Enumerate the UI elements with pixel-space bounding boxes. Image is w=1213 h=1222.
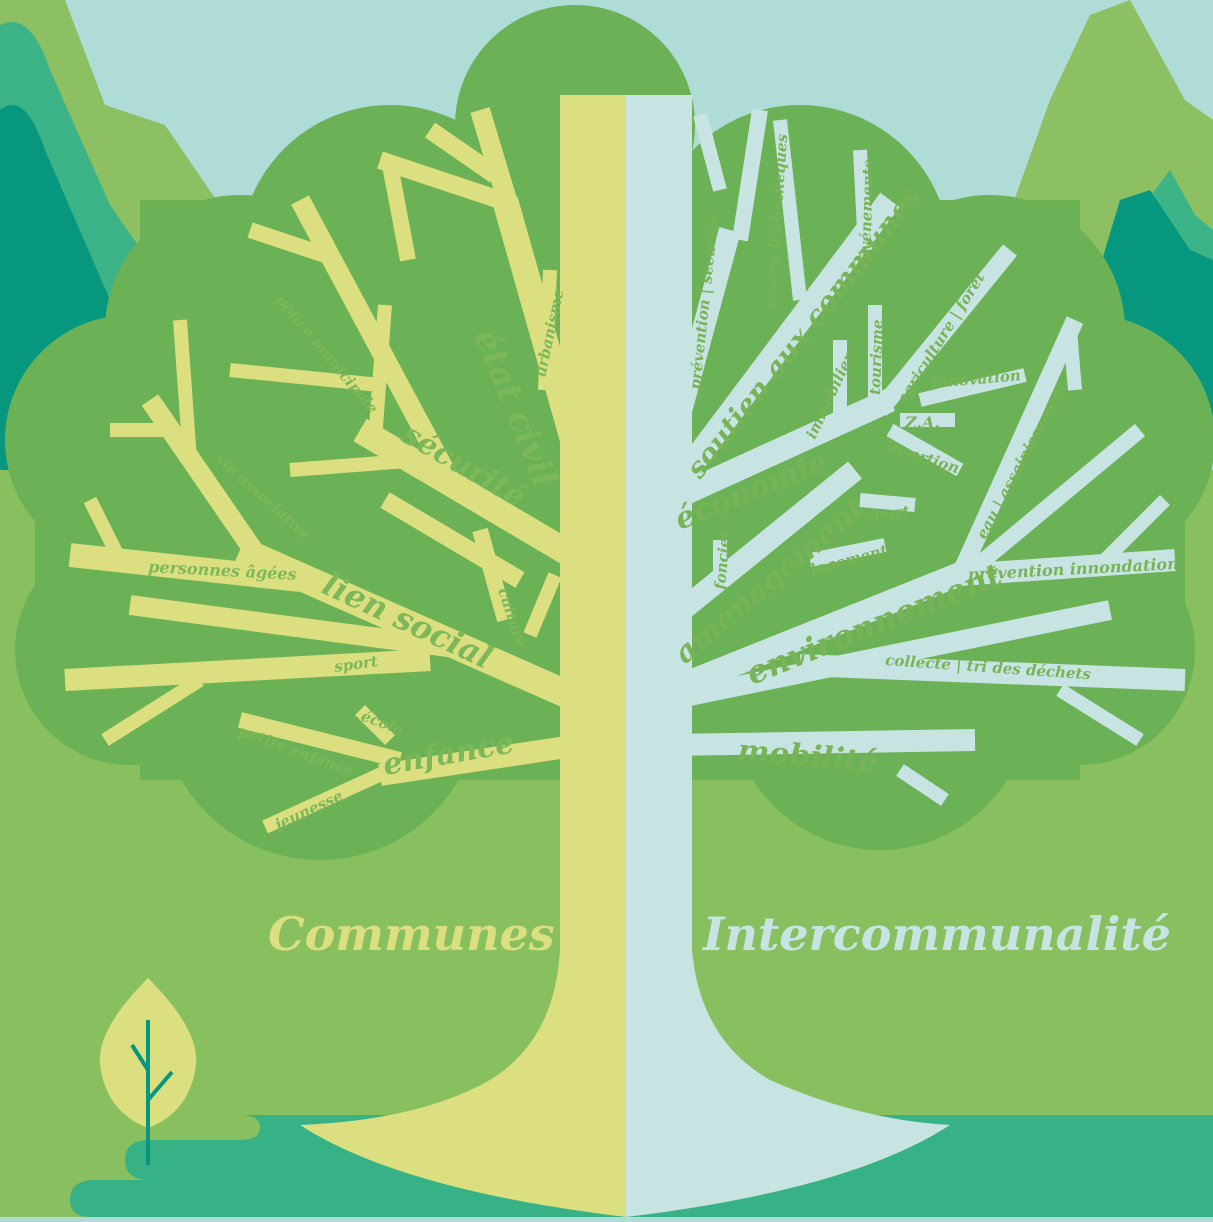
label-sport-right: sport (865, 502, 910, 524)
trunk-base-intercommunalite (626, 760, 950, 1217)
leaf-icon (99, 978, 197, 1165)
branches-intercommunalite (626, 95, 1186, 1000)
trunk-base-communes (300, 760, 626, 1217)
branches-communes (64, 95, 626, 1000)
label-evenements: événements (856, 159, 877, 260)
title-intercommunalite: Intercommunalité (701, 907, 1171, 961)
title-communes: Communes (268, 907, 555, 961)
label-za: Z.A. (904, 413, 940, 432)
label-tourisme: tourisme (866, 319, 887, 395)
label-sport-left: sport (333, 652, 379, 676)
label-foncier: foncier (711, 528, 734, 591)
